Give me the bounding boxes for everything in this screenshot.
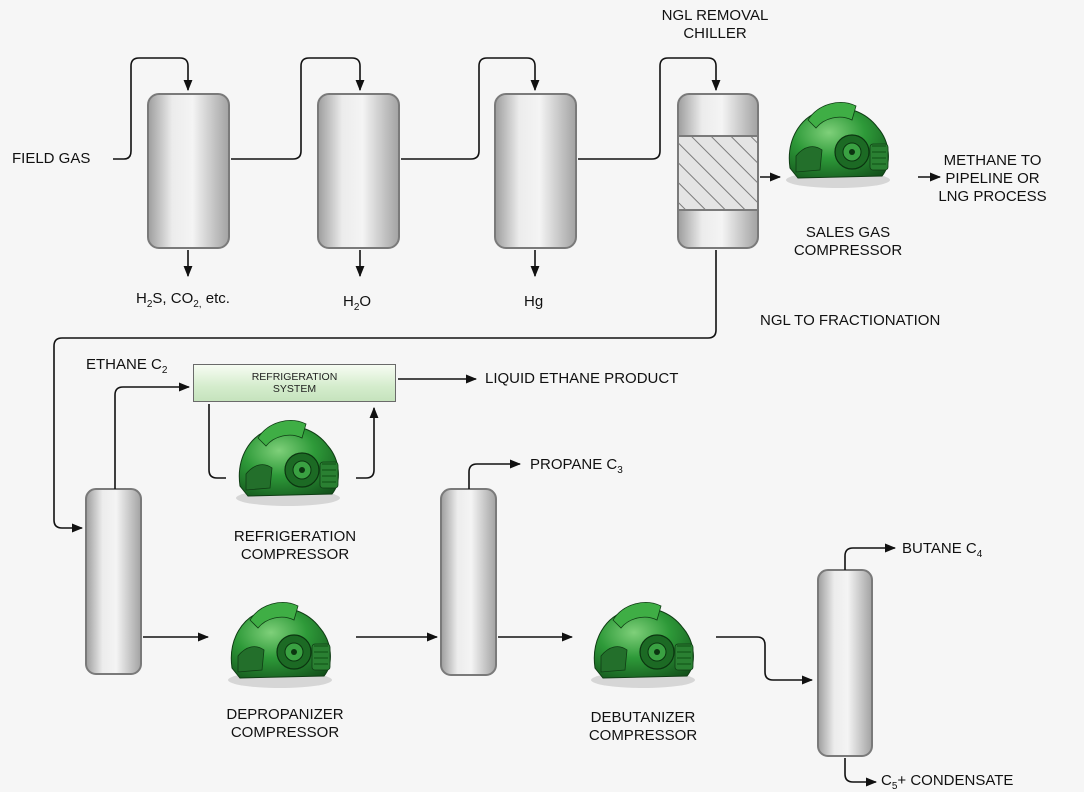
- depropanizer-compressor-icon: [227, 601, 333, 689]
- sales-gas-compressor-label: SALES GAS COMPRESSOR: [793, 224, 903, 259]
- debutanizer-compressor-label: DEBUTANIZER COMPRESSOR: [588, 709, 698, 744]
- ethane-label: ETHANE C2: [86, 356, 168, 376]
- propane-label: PROPANE C3: [530, 456, 623, 476]
- methane-output-label: METHANE TO PIPELINE OR LNG PROCESS: [938, 152, 1047, 205]
- debutanizer-compressor-icon: [590, 601, 696, 689]
- refrigeration-compressor-label: REFRIGERATION COMPRESSOR: [233, 528, 357, 563]
- condensate-label: C5+ CONDENSATE: [881, 772, 1014, 792]
- vessel-dehydration: [317, 93, 400, 249]
- water-label: H2O: [343, 293, 372, 313]
- mercury-label: Hg: [524, 293, 544, 310]
- vessel-depropanizer: [440, 488, 497, 676]
- liquid-ethane-product-label: LIQUID ETHANE PRODUCT: [485, 370, 679, 387]
- depropanizer-compressor-label: DEPROPANIZER COMPRESSOR: [226, 706, 344, 741]
- acid-gas-label: H2S, CO2, etc.: [136, 290, 230, 310]
- vessel-mercury-removal: [494, 93, 577, 249]
- ngl-removal-chiller-label: NGL REMOVAL CHILLER: [661, 7, 769, 42]
- vessel-acid-gas-removal: [147, 93, 230, 249]
- sales-gas-compressor-icon: [785, 101, 891, 189]
- vessel-ngl-removal-chiller: [677, 93, 759, 249]
- vessel-deethanizer: [85, 488, 142, 675]
- refrigeration-system-line2: SYSTEM: [272, 383, 317, 395]
- ngl-to-fractionation-label: NGL TO FRACTIONATION: [760, 312, 941, 329]
- field-gas-label: FIELD GAS: [12, 150, 91, 167]
- vessel-debutanizer: [817, 569, 873, 757]
- refrigeration-system-line1: REFRIGERATION: [251, 371, 338, 383]
- refrigeration-compressor-icon: [235, 419, 341, 507]
- flow-lines: [53, 57, 942, 787]
- butane-label: BUTANE C4: [902, 540, 983, 560]
- refrigeration-system-box: REFRIGERATION SYSTEM: [193, 364, 396, 402]
